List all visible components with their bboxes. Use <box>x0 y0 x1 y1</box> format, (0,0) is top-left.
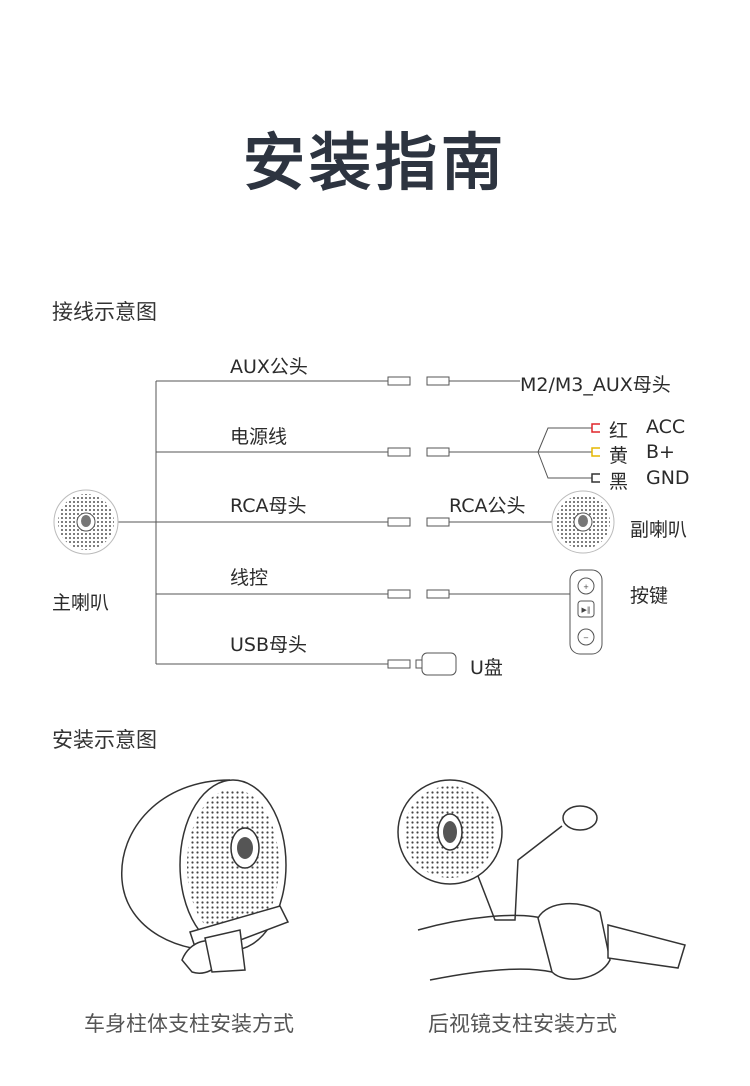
wire-red-signal: ACC <box>646 416 686 438</box>
caption-pillar-mount: 车身柱体支柱安装方式 <box>84 1012 294 1036</box>
wire-black-signal: GND <box>646 467 690 489</box>
rca-male-label: RCA公头 <box>449 495 526 517</box>
remote-control-icon <box>569 569 603 655</box>
svg-text:−: − <box>583 634 589 642</box>
wire-red <box>591 423 600 433</box>
wire-yellow-name: 黄 <box>609 445 629 467</box>
branch-aux <box>156 376 520 386</box>
line-target-aux: M2/M3_AUX母头 <box>520 374 671 396</box>
wire-red-name: 红 <box>609 420 629 442</box>
wire-yellow <box>591 447 600 457</box>
page-title: 安装指南 <box>242 126 507 199</box>
branch-rca <box>156 517 552 527</box>
branch-power <box>156 427 592 479</box>
branch-usb <box>156 652 457 676</box>
sub-speaker-icon <box>551 490 615 554</box>
wiring-section-title: 接线示意图 <box>52 300 157 324</box>
branch-control <box>156 589 570 599</box>
button-label: 按键 <box>630 585 669 607</box>
line-label-control: 线控 <box>230 567 269 589</box>
remote-button-glyphs: + ▶‖ − <box>582 583 591 642</box>
line-label-rca: RCA母头 <box>230 495 307 517</box>
wire-black-name: 黑 <box>609 471 629 493</box>
line-label-power: 电源线 <box>230 426 288 448</box>
wire-black <box>591 473 600 483</box>
line-label-usb: USB母头 <box>230 634 308 656</box>
wire-yellow-signal: B+ <box>646 441 675 463</box>
main-speaker-icon <box>53 489 119 555</box>
main-speaker-label: 主喇叭 <box>52 592 110 614</box>
svg-text:▶‖: ▶‖ <box>582 606 591 614</box>
svg-text:+: + <box>583 583 589 591</box>
caption-mirror-mount: 后视镜支柱安装方式 <box>428 1012 617 1036</box>
pillar-mount-illustration <box>121 779 290 974</box>
install-section-title: 安装示意图 <box>52 728 157 752</box>
sub-speaker-label: 副喇叭 <box>630 519 688 541</box>
line-label-aux: AUX公头 <box>230 356 308 378</box>
mirror-mount-illustration <box>397 779 686 981</box>
usb-drive-label: U盘 <box>470 657 503 679</box>
